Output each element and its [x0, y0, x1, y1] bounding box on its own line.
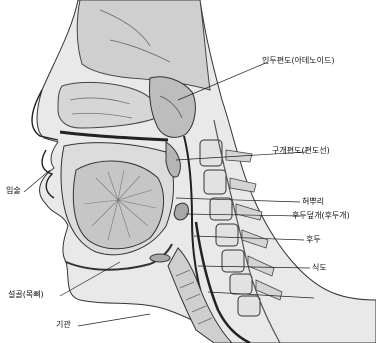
- label-lips: 입술: [6, 186, 21, 196]
- label-hyoid: 설골(목뼈): [8, 290, 44, 300]
- label-epiglottis: 후두덮개(후두개): [292, 211, 350, 221]
- label-tongue-root: 혀뿌리: [302, 197, 324, 207]
- label-trachea: 기관: [56, 320, 71, 330]
- label-nasopharynx: 인두편도(아데노이드): [262, 56, 334, 66]
- epiglottis-shape: [174, 203, 188, 220]
- label-esophagus: 식도: [312, 263, 327, 273]
- label-tonsil: 구개편도(편도선): [272, 146, 330, 156]
- label-larynx: 후두: [306, 235, 321, 245]
- hyoid-bone: [150, 254, 170, 262]
- tongue: [73, 161, 163, 249]
